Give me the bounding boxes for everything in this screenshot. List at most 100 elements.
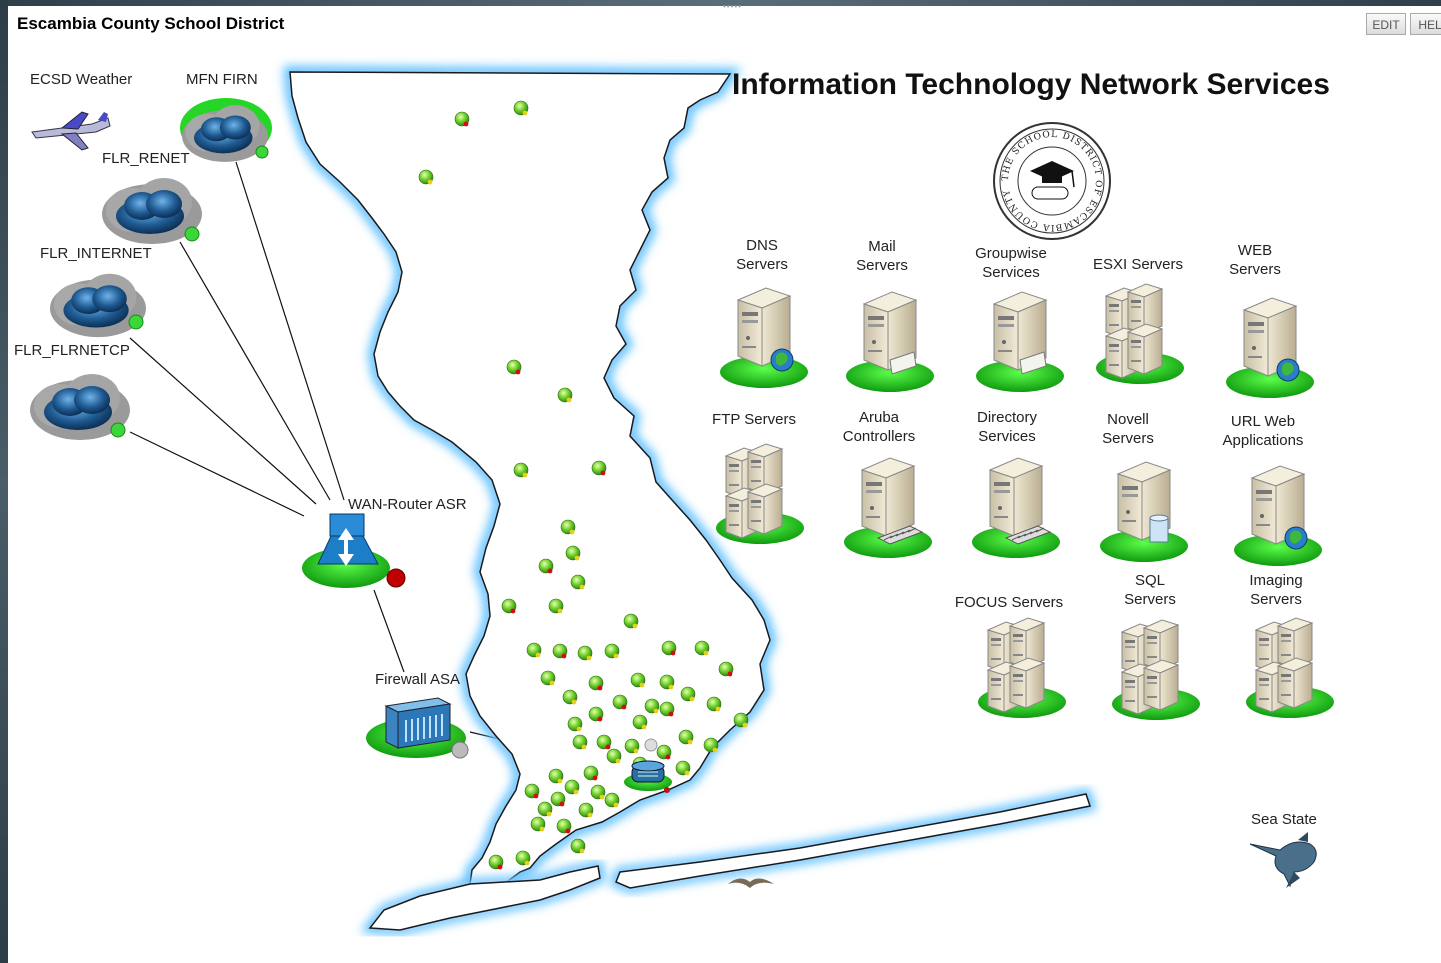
- window-frame-left: [0, 0, 8, 963]
- server-mail-icon[interactable]: [976, 291, 1064, 392]
- site-status-icon: [639, 682, 645, 688]
- site-status-icon: [599, 794, 605, 800]
- site-status-icon: [561, 653, 567, 659]
- site-status-icon: [427, 179, 433, 185]
- core-switch-icon[interactable]: [624, 760, 672, 793]
- site-status-icon: [569, 529, 575, 535]
- site-status-icon: [668, 684, 674, 690]
- site-status-icon: [573, 789, 579, 795]
- site-status-icon: [547, 568, 553, 574]
- site-status-icon: [597, 716, 603, 722]
- server-database-icon[interactable]: [1100, 461, 1188, 562]
- site-status-icon: [533, 793, 539, 799]
- server-keyboard-icon[interactable]: [972, 457, 1060, 558]
- firewall-label: Firewall ASA: [375, 671, 461, 688]
- server-label: FOCUS Servers: [954, 594, 1064, 611]
- site-status-icon: [605, 744, 611, 750]
- site-status-icon: [515, 369, 521, 375]
- site-status-icon: [665, 754, 671, 760]
- site-status-icon: [742, 722, 748, 728]
- site-status-icon: [535, 652, 541, 658]
- wan-router-icon[interactable]: [302, 513, 406, 588]
- server-globe-icon[interactable]: [1234, 465, 1322, 566]
- flr-internet-label: FLR_INTERNET: [40, 245, 152, 262]
- site-status-icon: [522, 472, 528, 478]
- site-grey-marker: [644, 738, 658, 752]
- seagull-icon: [728, 878, 774, 888]
- site-status-icon: [597, 685, 603, 691]
- site-status-icon: [524, 860, 530, 866]
- site-status-icon: [497, 864, 503, 870]
- window-frame-top: [0, 0, 1441, 6]
- marlin-icon[interactable]: [1249, 832, 1317, 888]
- site-status-icon: [703, 650, 709, 656]
- site-status-icon: [566, 397, 572, 403]
- site-status-icon: [613, 802, 619, 808]
- site-status-icon: [600, 470, 606, 476]
- server-mail-icon[interactable]: [846, 291, 934, 392]
- server-globe-icon[interactable]: [1226, 297, 1314, 398]
- site-status-icon: [592, 775, 598, 781]
- site-status-icon: [557, 608, 563, 614]
- site-status-icon: [557, 778, 563, 784]
- site-status-icon: [463, 121, 469, 127]
- flr-internet-cloud-icon[interactable]: [50, 273, 146, 338]
- site-status-icon: [613, 653, 619, 659]
- site-status-icon: [576, 726, 582, 732]
- site-status-icon: [559, 801, 565, 807]
- site-status-icon: [615, 758, 621, 764]
- site-status-icon: [687, 739, 693, 745]
- site-status-icon: [712, 747, 718, 753]
- site-status-icon: [510, 608, 516, 614]
- site-status-icon: [522, 110, 528, 116]
- site-status-icon: [586, 655, 592, 661]
- mfn-firn-cloud-icon[interactable]: [180, 98, 272, 162]
- site-status-icon: [633, 748, 639, 754]
- flr-renet-cloud-icon[interactable]: [102, 178, 202, 244]
- flr-renet-label: FLR_RENET: [102, 150, 190, 167]
- site-status-icon: [668, 711, 674, 717]
- server-label: FTP Servers: [712, 411, 796, 428]
- site-status-icon: [579, 584, 585, 590]
- server-keyboard-icon[interactable]: [844, 457, 932, 558]
- site-status-icon: [574, 555, 580, 561]
- resize-grip[interactable]: •••••: [723, 2, 743, 11]
- site-status-icon: [579, 848, 585, 854]
- site-status-icon: [727, 671, 733, 677]
- site-status-icon: [715, 706, 721, 712]
- site-status-icon: [632, 623, 638, 629]
- airplane-icon[interactable]: [31, 111, 111, 151]
- site-status-icon: [546, 811, 552, 817]
- site-status-icon: [684, 770, 690, 776]
- site-status-icon: [641, 724, 647, 730]
- page-title: Information Technology Network Services: [732, 68, 1330, 101]
- county-map-outline: [283, 65, 1097, 936]
- site-status-icon: [581, 744, 587, 750]
- server-cluster-icon[interactable]: [1096, 283, 1184, 384]
- flr-flrnetcp-label: FLR_FLRNETCP: [14, 342, 130, 359]
- district-seal-icon[interactable]: THE SCHOOL DISTRICT OF ESCAMBIA COUNTY: [993, 122, 1111, 240]
- site-status-icon: [689, 696, 695, 702]
- edit-button[interactable]: EDIT: [1366, 13, 1406, 35]
- flr-flrnetcp-cloud-icon[interactable]: [30, 374, 130, 440]
- mfn-firn-label: MFN FIRN: [186, 71, 258, 88]
- help-button[interactable]: HEL: [1410, 13, 1441, 35]
- server-globe-icon[interactable]: [720, 287, 808, 388]
- server-cluster-icon[interactable]: [1246, 617, 1334, 718]
- firewall-icon[interactable]: [366, 697, 469, 759]
- server-label: ESXI Servers: [1092, 256, 1184, 273]
- server-cluster-icon[interactable]: [1112, 619, 1200, 720]
- wan-router-label: WAN-Router ASR: [348, 496, 467, 513]
- server-cluster-icon[interactable]: [716, 443, 804, 544]
- server-cluster-icon[interactable]: [978, 617, 1066, 718]
- site-status-icon: [571, 699, 577, 705]
